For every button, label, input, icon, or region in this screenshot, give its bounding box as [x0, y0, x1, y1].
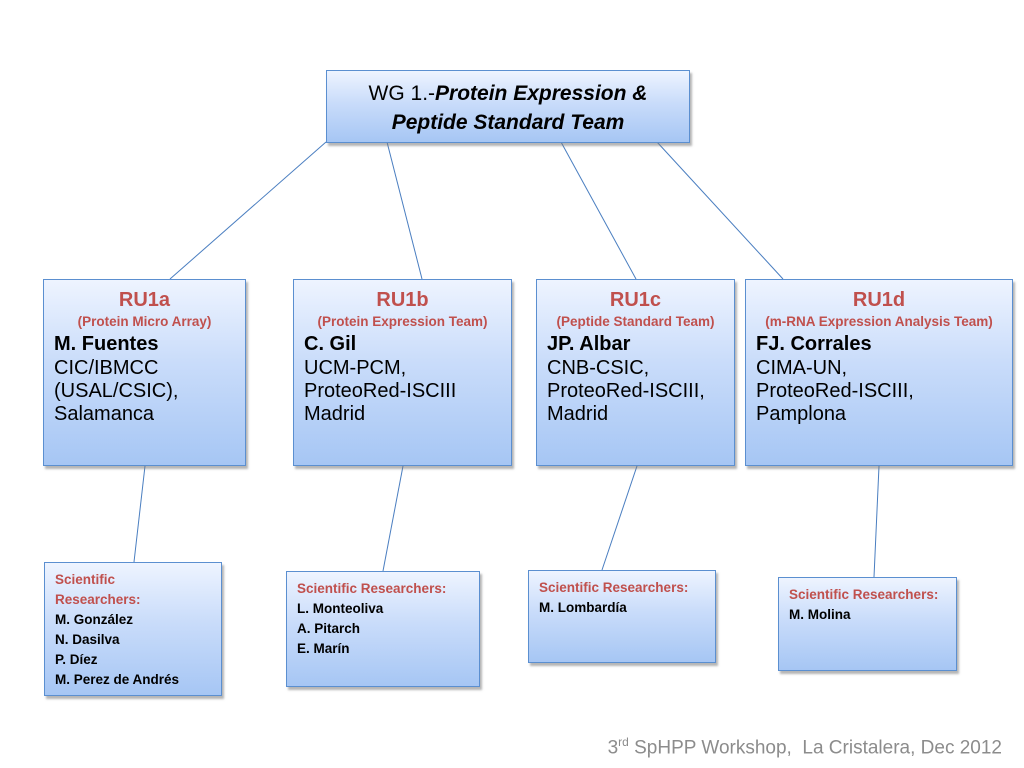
footer-text: SpHPP Workshop, La Cristalera, Dec 2012: [628, 737, 1002, 759]
working-group-prefix: WG 1.-: [368, 82, 436, 105]
researchers-box-ru1a: Scientific Researchers: M. González N. D…: [44, 562, 222, 696]
working-group-title-line2: Peptide Standard Team: [391, 111, 625, 134]
researcher-name: L. Monteoliva: [297, 601, 384, 616]
working-group-title-part1: Protein Expression &: [435, 82, 648, 105]
researchers-box-ru1d: Scientific Researchers: M. Molina: [778, 577, 957, 671]
researcher-name: M. Perez de Andrés: [55, 672, 180, 687]
footer-ordinal: 3: [607, 737, 619, 759]
unit-box-ru1b: RU1b (Protein Expression Team) C. Gil UC…: [293, 279, 512, 466]
unit-affiliation-line: ProteoRed-ISCIII,: [756, 380, 914, 402]
unit-box-ru1c: RU1c (Peptide Standard Team) JP. Albar C…: [536, 279, 735, 466]
researcher-name: M. Lombardía: [539, 600, 627, 615]
researcher-name: M. González: [55, 612, 134, 627]
connector-ru1a-to-researchers: [133, 465, 146, 563]
connector-top-to-ru1a: [169, 141, 327, 280]
researchers-box-ru1c: Scientific Researchers: M. Lombardía: [528, 570, 716, 663]
unit-leader: JP. Albar: [547, 333, 631, 355]
unit-description: (Peptide Standard Team): [556, 314, 715, 329]
unit-affiliation-line: Salamanca: [54, 403, 155, 425]
unit-leader: C. Gil: [304, 333, 357, 355]
researchers-heading: Scientific Researchers:: [789, 587, 939, 602]
unit-affiliation-line: Pamplona: [756, 403, 847, 425]
working-group-title-line1: WG 1.-Protein Expression &: [327, 79, 689, 108]
working-group-box: WG 1.-Protein Expression & Peptide Stand…: [326, 70, 690, 143]
connector-ru1c-to-researchers: [601, 465, 638, 571]
researchers-heading: Researchers:: [55, 592, 141, 607]
researcher-name: P. Díez: [55, 652, 98, 667]
unit-leader: M. Fuentes: [54, 333, 159, 355]
researcher-name: A. Pitarch: [297, 621, 361, 636]
unit-affiliation-line: CIMA-UN,: [756, 357, 848, 379]
connector-ru1b-to-researchers: [382, 465, 404, 572]
researcher-name: M. Molina: [789, 607, 851, 622]
unit-affiliation-line: UCM-PCM,: [304, 357, 407, 379]
researchers-box-ru1b: Scientific Researchers: L. Monteoliva A.…: [286, 571, 480, 687]
unit-affiliation-line: Madrid: [547, 403, 609, 425]
unit-affiliation-line: CNB-CSIC,: [547, 357, 650, 379]
unit-box-ru1d: RU1d (m-RNA Expression Analysis Team) FJ…: [745, 279, 1013, 466]
connector-top-to-ru1d: [656, 141, 784, 280]
unit-affiliation-line: ProteoRed-ISCIII: [304, 380, 457, 402]
unit-id: RU1d: [852, 289, 906, 311]
researcher-name: N. Dasilva: [55, 632, 120, 647]
unit-leader: FJ. Corrales: [756, 333, 872, 355]
unit-affiliation-line: ProteoRed-ISCIII,: [547, 380, 705, 402]
connector-top-to-ru1c: [560, 141, 637, 280]
footer-ordinal-suffix: rd: [618, 735, 629, 749]
connector-top-to-ru1b: [386, 141, 423, 280]
researchers-heading: Scientific: [55, 572, 116, 587]
unit-description: (Protein Expression Team): [317, 314, 488, 329]
unit-id: RU1c: [609, 289, 662, 311]
unit-affiliation-line: (USAL/CSIC),: [54, 380, 179, 402]
unit-box-ru1a: RU1a (Protein Micro Array) M. Fuentes CI…: [43, 279, 246, 466]
workshop-footer: 3rd SpHPP Workshop, La Cristalera, Dec 2…: [608, 735, 1002, 759]
connector-ru1d-to-researchers: [873, 465, 880, 578]
unit-description: (m-RNA Expression Analysis Team): [765, 314, 993, 329]
researchers-heading: Scientific Researchers:: [297, 581, 447, 596]
unit-id: RU1a: [118, 289, 171, 311]
unit-affiliation-line: Madrid: [304, 403, 366, 425]
unit-id: RU1b: [376, 289, 429, 311]
unit-description: (Protein Micro Array): [77, 314, 212, 329]
unit-affiliation-line: CIC/IBMCC: [54, 357, 159, 379]
researchers-heading: Scientific Researchers:: [539, 580, 689, 595]
researcher-name: E. Marín: [297, 641, 350, 656]
